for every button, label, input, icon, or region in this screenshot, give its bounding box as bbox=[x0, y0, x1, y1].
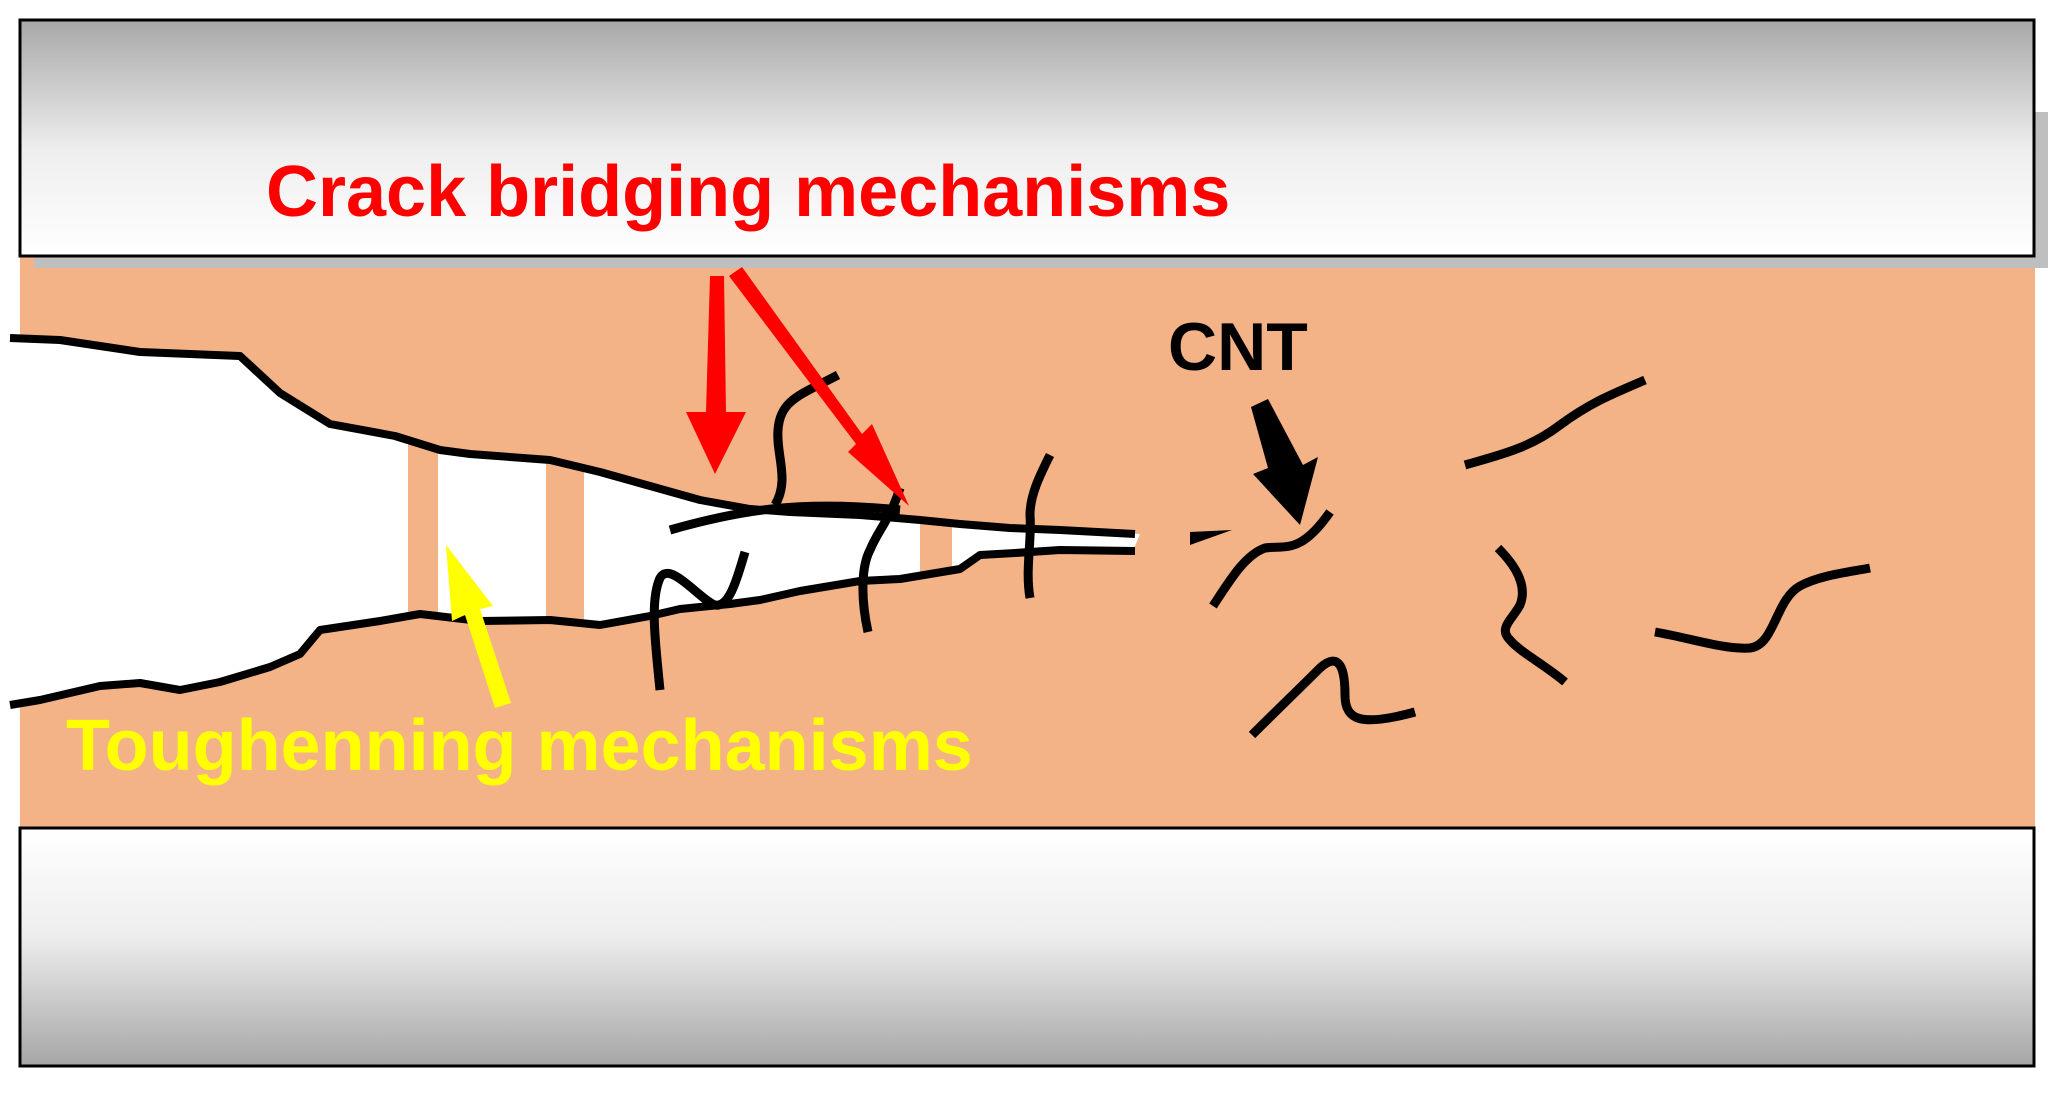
crack-tip bbox=[1190, 530, 1232, 545]
cnt-line bbox=[858, 486, 905, 633]
cnt-label: CNT bbox=[1168, 309, 1308, 385]
red-arrow-left bbox=[686, 276, 746, 474]
cnt-arrow bbox=[1251, 399, 1318, 525]
bridging-ligament bbox=[408, 430, 438, 640]
cnt-line bbox=[1023, 452, 1055, 599]
cnt-line bbox=[1248, 656, 1417, 739]
cnt-group bbox=[649, 371, 1871, 739]
crack-lower-edge bbox=[9, 546, 1136, 709]
crack-bridging-arrows bbox=[686, 267, 909, 506]
crack-bridging-label: Crack bridging mechanisms bbox=[266, 152, 1230, 232]
cnt-line bbox=[668, 501, 901, 535]
bridging-ligament bbox=[546, 450, 584, 630]
toughening-label: Toughenning mechanisms bbox=[66, 706, 973, 786]
bottom-substrate bbox=[18, 826, 2036, 1068]
crack-upper-edge bbox=[9, 334, 1136, 538]
cnt-line bbox=[649, 550, 750, 691]
cnt-line bbox=[1209, 509, 1334, 609]
cnt-line bbox=[1654, 563, 1871, 653]
cnt-line bbox=[1463, 375, 1647, 470]
top-substrate bbox=[18, 18, 2048, 268]
red-arrow-right bbox=[729, 267, 909, 506]
cnt-line bbox=[771, 371, 841, 508]
crack bbox=[0, 334, 1232, 709]
yellow-arrow bbox=[446, 545, 511, 708]
cnt-line bbox=[1494, 544, 1568, 686]
